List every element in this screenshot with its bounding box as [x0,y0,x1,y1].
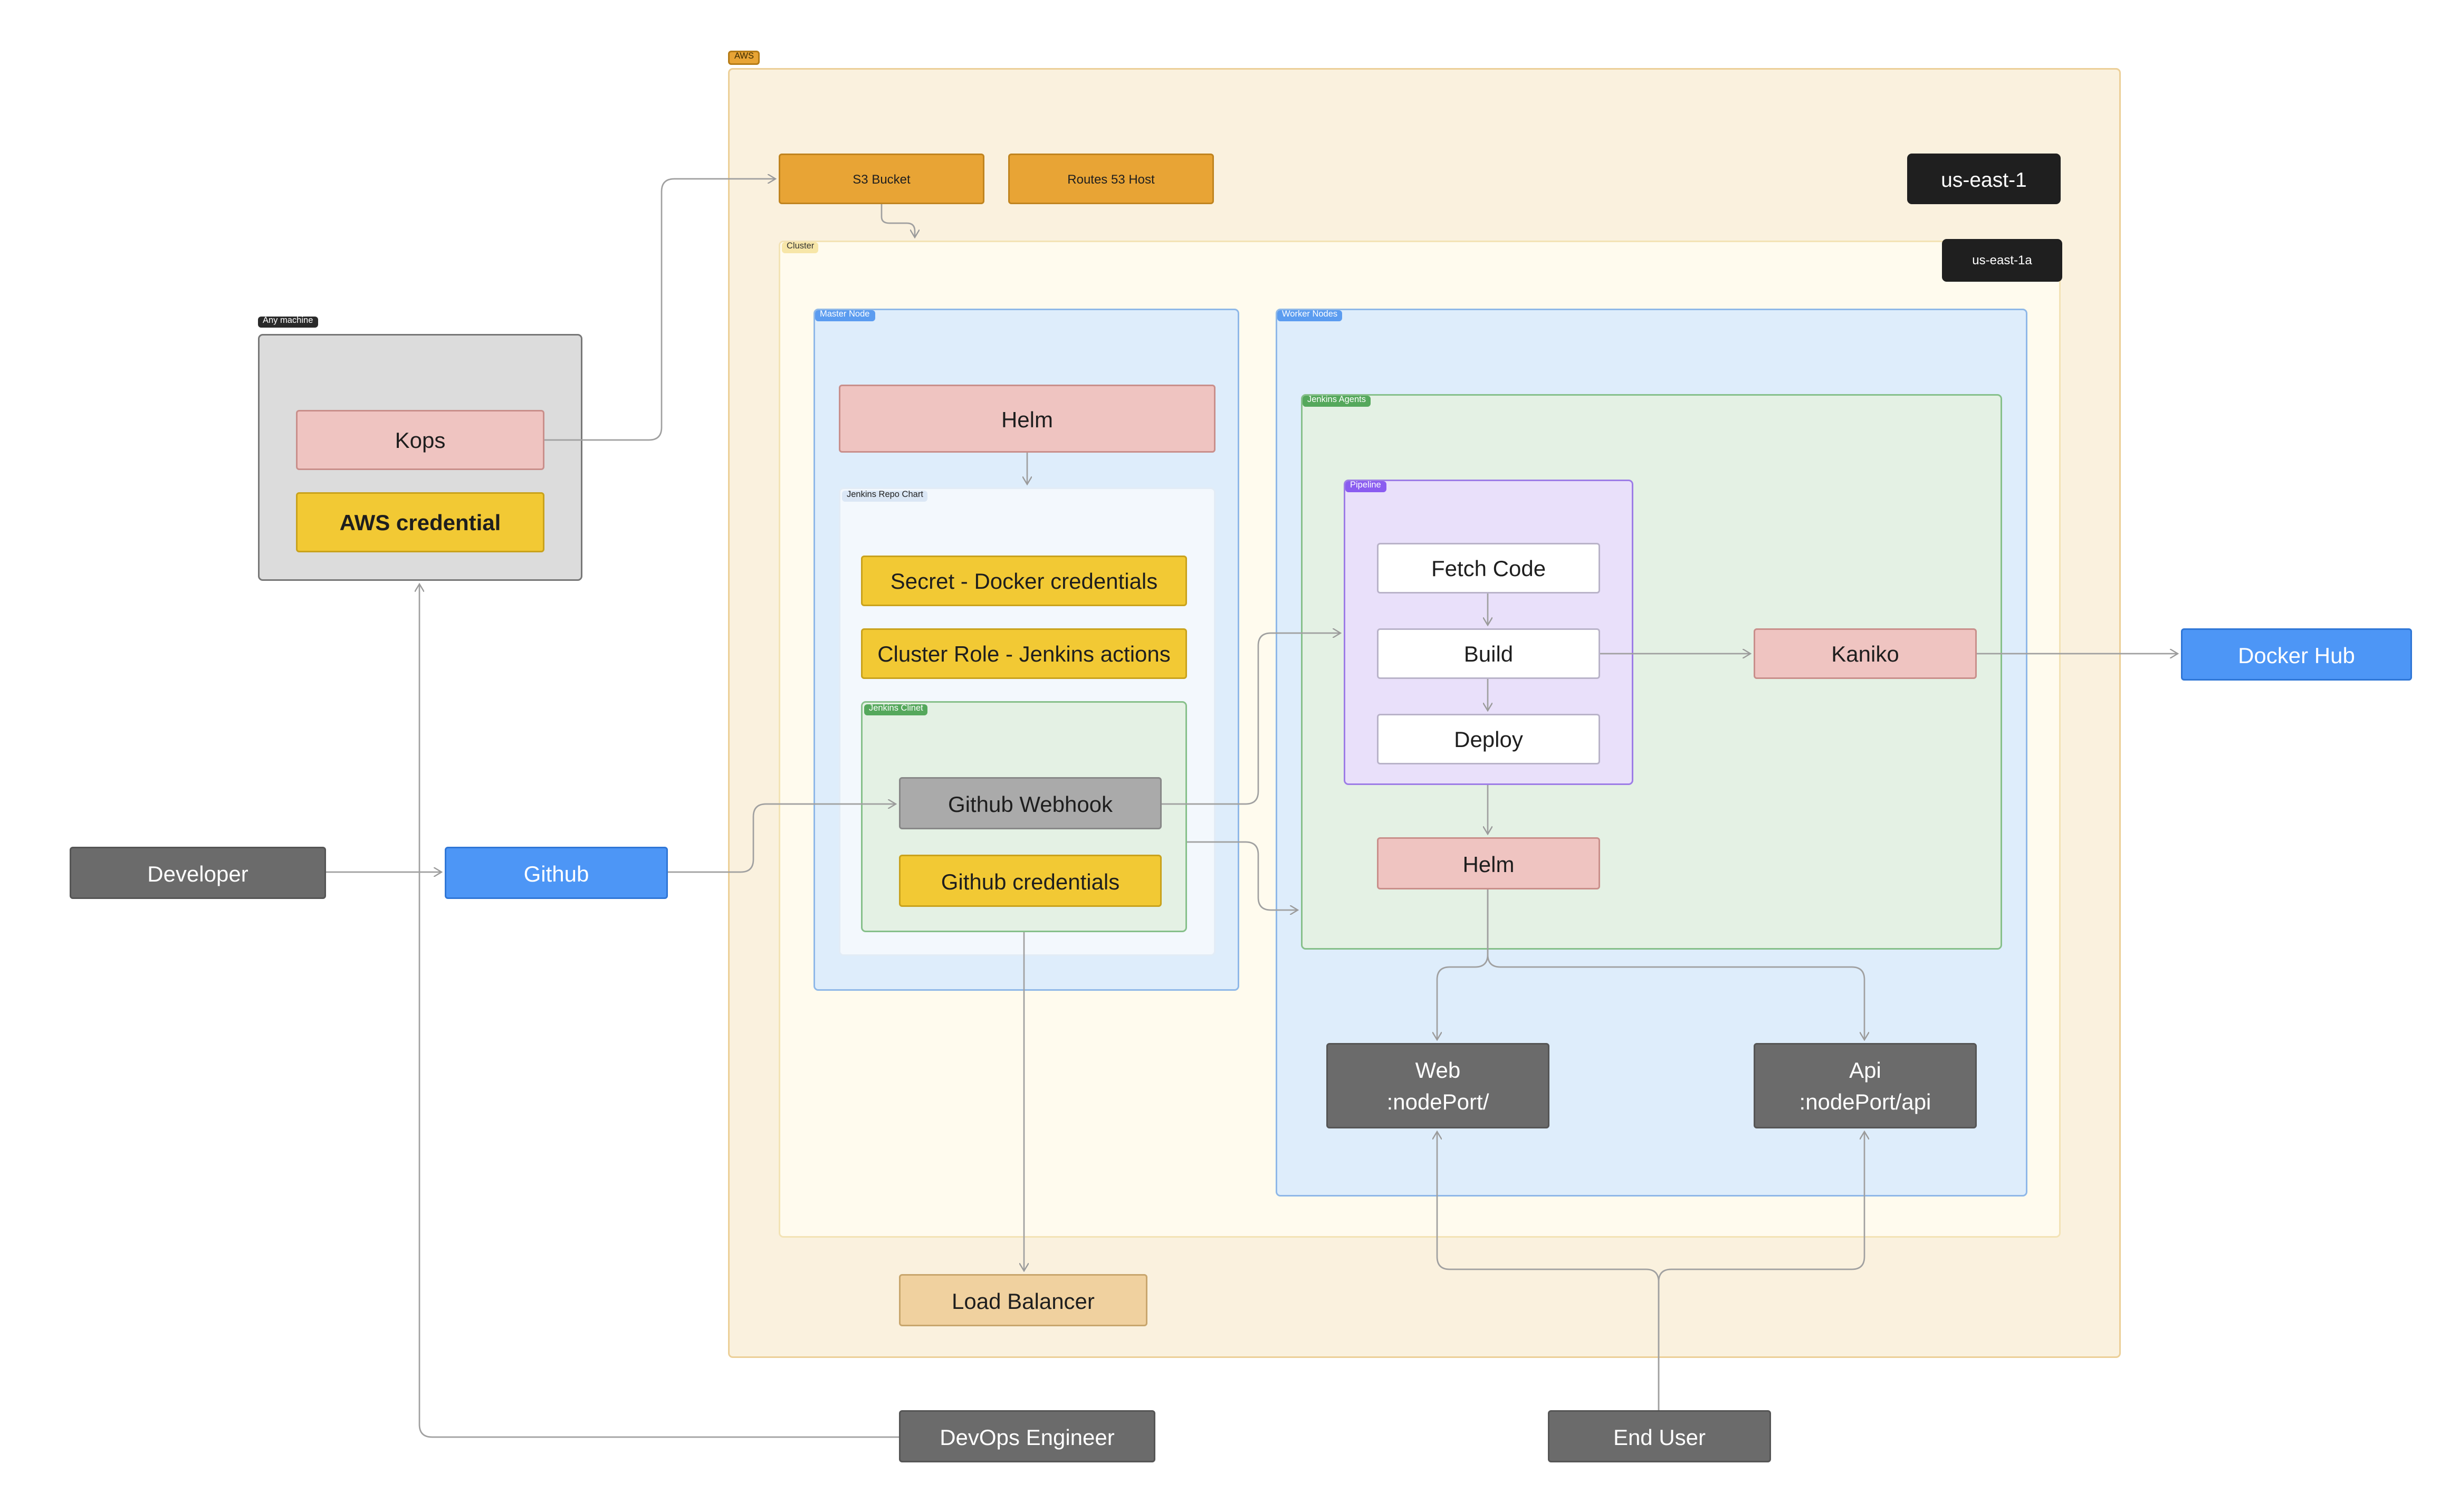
github-node[interactable]: Github [445,847,668,899]
cluster-frame-label: Cluster [782,242,819,253]
api-service-node[interactable]: Api :nodePort/api [1754,1043,1977,1128]
jenkins-repo-chart-label: Jenkins Repo Chart [842,491,928,502]
enduser-to-web-connector [1437,1132,1660,1410]
github-webhook-node[interactable]: Github Webhook [899,777,1162,829]
any-machine-label: Any machine [258,317,318,328]
build-node[interactable]: Build [1377,628,1600,679]
deploy-node[interactable]: Deploy [1377,714,1600,764]
end-user-node[interactable]: End User [1548,1410,1771,1462]
web-service-path: :nodePort/ [1386,1089,1489,1114]
pipeline-label: Pipeline [1345,481,1386,492]
client-to-agents-connector [1187,841,1298,910]
secret-docker-credentials-node[interactable]: Secret - Docker credentials [861,556,1187,606]
s3-bucket-node[interactable]: S3 Bucket [779,154,984,204]
zone-label: us-east-1a [1942,239,2062,282]
aws-frame-label: AWS [728,51,760,65]
github-to-webhook-connector [668,804,896,873]
web-service-node[interactable]: Web :nodePort/ [1326,1043,1549,1128]
api-service-path: :nodePort/api [1799,1089,1931,1114]
aws-credential-node[interactable]: AWS credential [296,492,544,552]
devops-to-machine-connector [419,584,899,1438]
helm-master-node[interactable]: Helm [839,385,1216,453]
region-label: us-east-1 [1907,154,2061,204]
master-node-label: Master Node [815,310,875,321]
docker-hub-node[interactable]: Docker Hub [2181,628,2412,681]
webhook-to-pipeline-connector [1162,633,1341,805]
enduser-to-api-connector [1658,1132,1864,1410]
helm-worker-node[interactable]: Helm [1377,837,1600,889]
github-credentials-node[interactable]: Github credentials [899,855,1162,907]
api-service-label: Api [1849,1057,1881,1083]
cluster-role-node[interactable]: Cluster Role - Jenkins actions [861,628,1187,679]
worker-nodes-label: Worker Nodes [1277,310,1343,321]
load-balancer-node[interactable]: Load Balancer [899,1274,1147,1326]
web-service-label: Web [1415,1057,1461,1083]
helm-to-api-connector [1487,889,1864,1040]
s3-to-cluster-connector [881,204,915,237]
jenkins-client-label: Jenkins Clinet [864,704,928,715]
devops-engineer-node[interactable]: DevOps Engineer [899,1410,1155,1462]
developer-node[interactable]: Developer [70,847,326,899]
routes53-host-node[interactable]: Routes 53 Host [1008,154,1214,204]
helm-to-web-connector [1437,889,1489,1040]
kaniko-node[interactable]: Kaniko [1754,628,1977,679]
fetch-code-node[interactable]: Fetch Code [1377,543,1600,594]
kops-to-s3-connector [544,179,776,441]
jenkins-agents-label: Jenkins Agents [1303,396,1371,407]
kops-node[interactable]: Kops [296,410,544,470]
